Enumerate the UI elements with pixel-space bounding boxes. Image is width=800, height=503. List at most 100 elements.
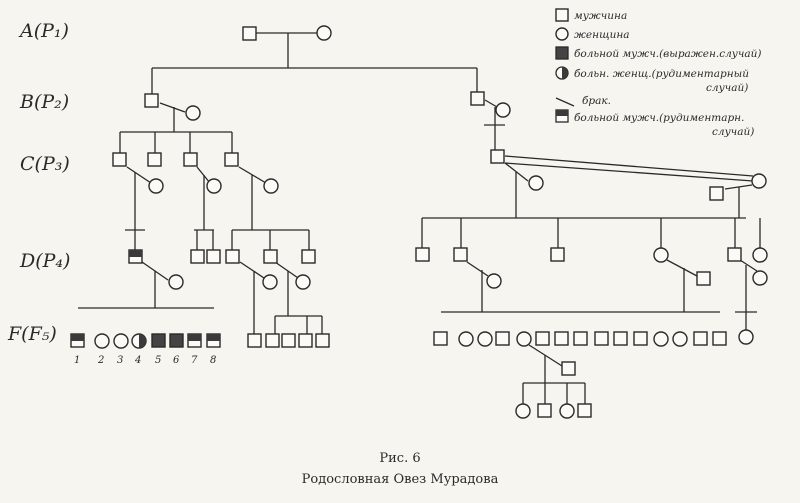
legend-affected-male-label: больной мужч.(выражен.случай)	[574, 48, 762, 60]
affected-male-rudimentary	[70, 333, 85, 348]
individual-number: 2	[97, 355, 104, 366]
male-symbol	[112, 152, 127, 167]
generation-a	[242, 25, 332, 41]
male-symbol	[554, 331, 569, 346]
legend-marriage-label: брак.	[582, 95, 611, 107]
male-symbol	[613, 331, 628, 346]
female-symbol	[94, 333, 110, 349]
male-symbol	[535, 331, 550, 346]
legend-female-label: женщина	[574, 29, 630, 41]
female-symbol	[185, 105, 201, 121]
male-symbol	[147, 152, 162, 167]
female-symbol	[515, 403, 531, 419]
male-symbol	[242, 26, 257, 41]
female-symbol	[653, 331, 669, 347]
female-symbol	[516, 331, 532, 347]
male-symbol	[561, 361, 576, 376]
female-symbol	[738, 329, 754, 345]
male-symbol	[183, 152, 198, 167]
male-symbol	[265, 333, 280, 348]
female-symbol	[262, 274, 278, 290]
male-symbol	[263, 249, 278, 264]
affected-male-rudimentary	[128, 249, 143, 264]
generation-label-c: C(P₃)	[20, 153, 70, 175]
generation-labels: A(P₁) B(P₂) C(P₃) D(P₄) F(F₅)	[7, 20, 70, 345]
female-symbol	[672, 331, 688, 347]
male-symbol	[550, 247, 565, 262]
male-symbol	[709, 186, 724, 201]
male-symbol	[190, 249, 205, 264]
female-symbol	[751, 173, 767, 189]
male-symbol	[225, 249, 240, 264]
male-symbol	[727, 247, 742, 262]
male-symbol	[693, 331, 708, 346]
female-symbol	[168, 274, 184, 290]
male-symbol	[495, 331, 510, 346]
generation-b	[144, 91, 511, 121]
female-symbol	[263, 178, 279, 194]
pedigree-lines	[78, 32, 761, 384]
female-symbol	[528, 175, 544, 191]
male-symbol	[537, 403, 552, 418]
affected-male-rudimentary	[187, 333, 202, 348]
male-symbol	[577, 403, 592, 418]
individual-number: 3	[117, 355, 123, 366]
individual-number: 8	[210, 355, 216, 366]
legend-rudimentary-male-label: больной мужч.(рудиментарн.	[574, 112, 744, 124]
male-symbol	[633, 331, 648, 346]
female-symbol	[316, 25, 332, 41]
male-symbol	[298, 333, 313, 348]
generation-label-b: B(P₂)	[19, 91, 69, 113]
individual-number: 1	[74, 355, 80, 366]
legend-affected-female-symbol	[555, 66, 569, 80]
individual-numbers: 1 2 3 4 5 6 7 8	[74, 355, 216, 366]
legend-marriage-symbol	[555, 97, 575, 107]
individual-number: 6	[173, 355, 180, 366]
male-symbol	[315, 333, 330, 348]
female-symbol	[458, 331, 474, 347]
female-symbol	[113, 333, 129, 349]
male-symbol	[247, 333, 262, 348]
female-symbol	[495, 102, 511, 118]
legend-rudimentary-male-label-cont: случай)	[712, 126, 754, 138]
legend-rudimentary-male-symbol	[555, 109, 569, 123]
male-symbol	[490, 149, 505, 164]
affected-male-symbol	[151, 333, 166, 348]
male-symbol	[224, 152, 239, 167]
individual-number: 5	[155, 355, 161, 366]
male-symbol	[696, 271, 711, 286]
legend-male-label: мужчина	[574, 10, 627, 22]
female-symbol	[559, 403, 575, 419]
male-symbol	[470, 91, 485, 106]
male-symbol	[712, 331, 727, 346]
generation-c	[112, 149, 767, 201]
male-symbol	[594, 331, 609, 346]
male-symbol	[144, 93, 159, 108]
female-symbol	[653, 247, 669, 263]
generation-label-a: A(P₁)	[18, 20, 69, 42]
female-symbol	[206, 178, 222, 194]
male-symbol	[415, 247, 430, 262]
affected-male-rudimentary	[206, 333, 221, 348]
generation-label-f: F(F₅)	[7, 323, 57, 345]
affected-female-rudimentary	[131, 333, 147, 349]
individual-number: 4	[134, 355, 141, 366]
legend-female-symbol	[555, 27, 569, 41]
female-symbol	[752, 247, 768, 263]
male-symbol	[433, 331, 448, 346]
female-symbol	[148, 178, 164, 194]
legend-affected-female-label: больн. женщ.(рудиментарный	[574, 68, 749, 80]
figure-title: Родословная Овез Мурадова	[302, 472, 499, 487]
generation-f	[70, 329, 754, 419]
legend: мужчина женщина больной мужч.(выражен.сл…	[555, 8, 762, 138]
affected-male-symbol	[169, 333, 184, 348]
generation-label-d: D(P₄)	[19, 250, 70, 272]
female-symbol	[477, 331, 493, 347]
legend-affected-male-symbol	[555, 46, 569, 60]
male-symbol	[281, 333, 296, 348]
male-symbol	[301, 249, 316, 264]
legend-male-symbol	[555, 8, 569, 22]
female-symbol	[295, 274, 311, 290]
